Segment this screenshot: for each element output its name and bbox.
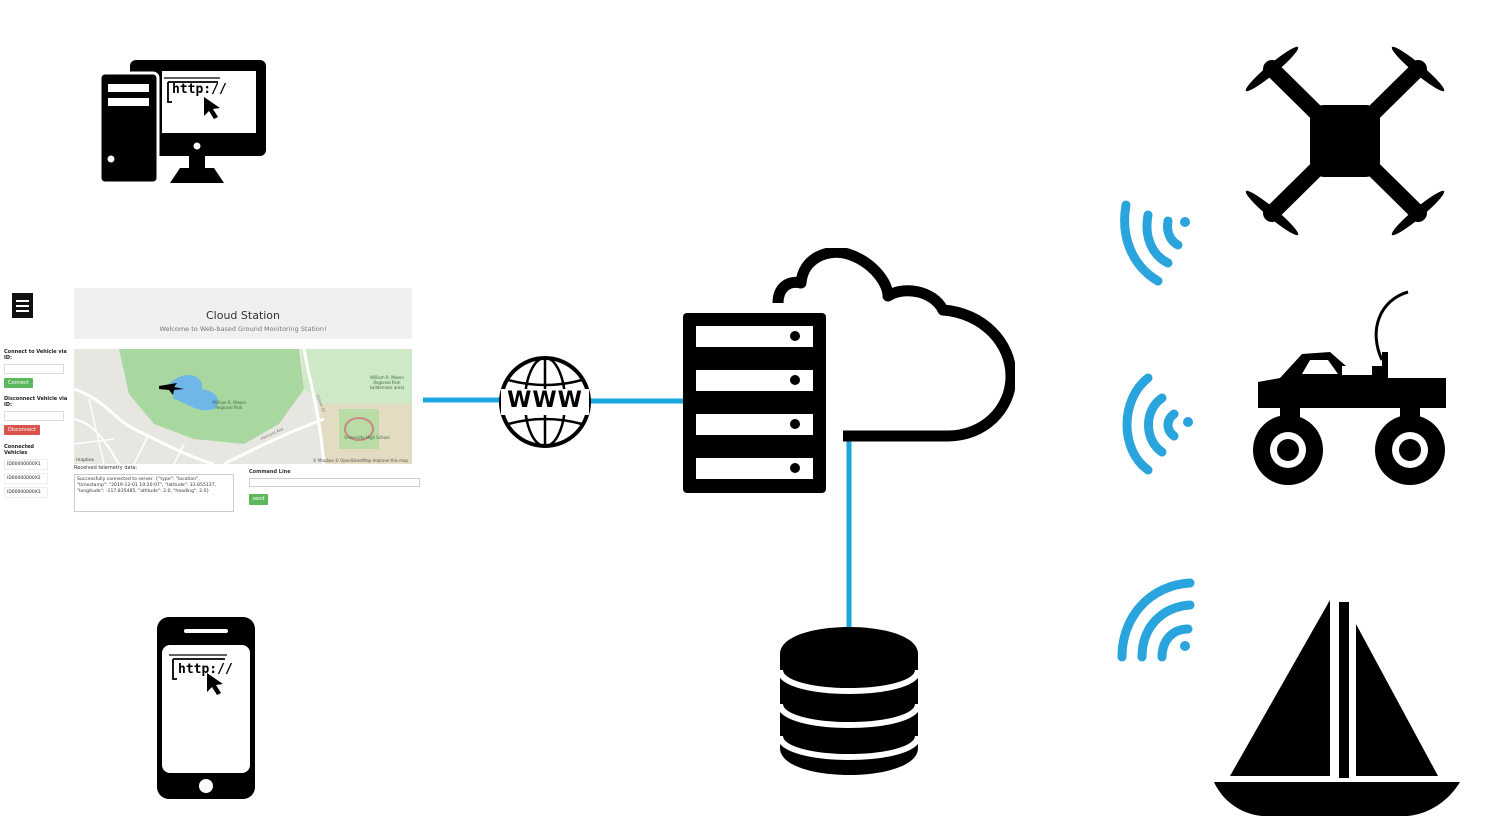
command-line-label: Command Line xyxy=(249,469,291,475)
disconnect-id-input[interactable] xyxy=(4,411,64,421)
send-button[interactable]: send xyxy=(249,494,268,505)
vehicle-list-item[interactable]: ID00000000X3 xyxy=(4,487,48,498)
vehicle-list-item[interactable]: ID00000000X2 xyxy=(4,473,48,484)
telemetry-label: Received telemetry data: xyxy=(74,465,138,471)
database-icon xyxy=(778,626,920,778)
map-label: William R. Mason Regional Park xyxy=(211,400,247,410)
drone-icon xyxy=(1238,35,1452,247)
map-background xyxy=(74,349,412,464)
page-title: Cloud Station xyxy=(205,309,281,322)
vehicle-list-item[interactable]: ID00000000X1 xyxy=(4,459,48,470)
phone-url-label: http:// xyxy=(178,662,233,677)
mapbox-logo: mapbox xyxy=(76,458,95,463)
map-view[interactable]: William R. Mason Regional Park William R… xyxy=(74,349,412,464)
www-label: WWW xyxy=(507,388,583,413)
connected-vehicles-label: Connected Vehicles xyxy=(4,444,34,456)
map-label: University High School xyxy=(344,435,390,440)
www-globe-icon xyxy=(498,355,592,449)
disconnect-label: Disconnect Vehicle via ID: xyxy=(4,396,68,408)
cloud-server-icon xyxy=(683,248,1015,498)
smartphone-icon xyxy=(157,617,255,799)
map-credit[interactable]: © Mapbox © OpenStreetMap Improve this ma… xyxy=(312,458,408,463)
rc-truck-icon xyxy=(1250,290,1452,490)
desktop-url-label: http:// xyxy=(172,82,227,97)
page-subtitle: Welcome to Web-based Ground Monitoring S… xyxy=(159,325,327,333)
connect-button[interactable]: Connect xyxy=(4,378,33,388)
wireless-signal-icon xyxy=(1112,575,1202,665)
desktop-computer-icon xyxy=(100,60,270,186)
command-input[interactable] xyxy=(249,478,420,487)
telemetry-textarea[interactable]: Successfully connected to server. {"type… xyxy=(74,474,234,512)
wireless-signal-icon xyxy=(1118,370,1198,480)
vehicle-control-sidebar: Connect to Vehicle via ID: Connect Disco… xyxy=(4,346,70,498)
disconnect-button[interactable]: Disconnect xyxy=(4,425,40,435)
sailboat-icon xyxy=(1212,598,1462,820)
hamburger-menu-icon[interactable] xyxy=(12,293,33,318)
map-label: William R. Mason Regional Park (wilderne… xyxy=(369,375,405,390)
connect-id-input[interactable] xyxy=(4,364,64,374)
app-header: Cloud Station Welcome to Web-based Groun… xyxy=(74,288,412,339)
connect-label: Connect to Vehicle via ID: xyxy=(4,349,67,361)
wireless-signal-icon xyxy=(1118,197,1198,292)
